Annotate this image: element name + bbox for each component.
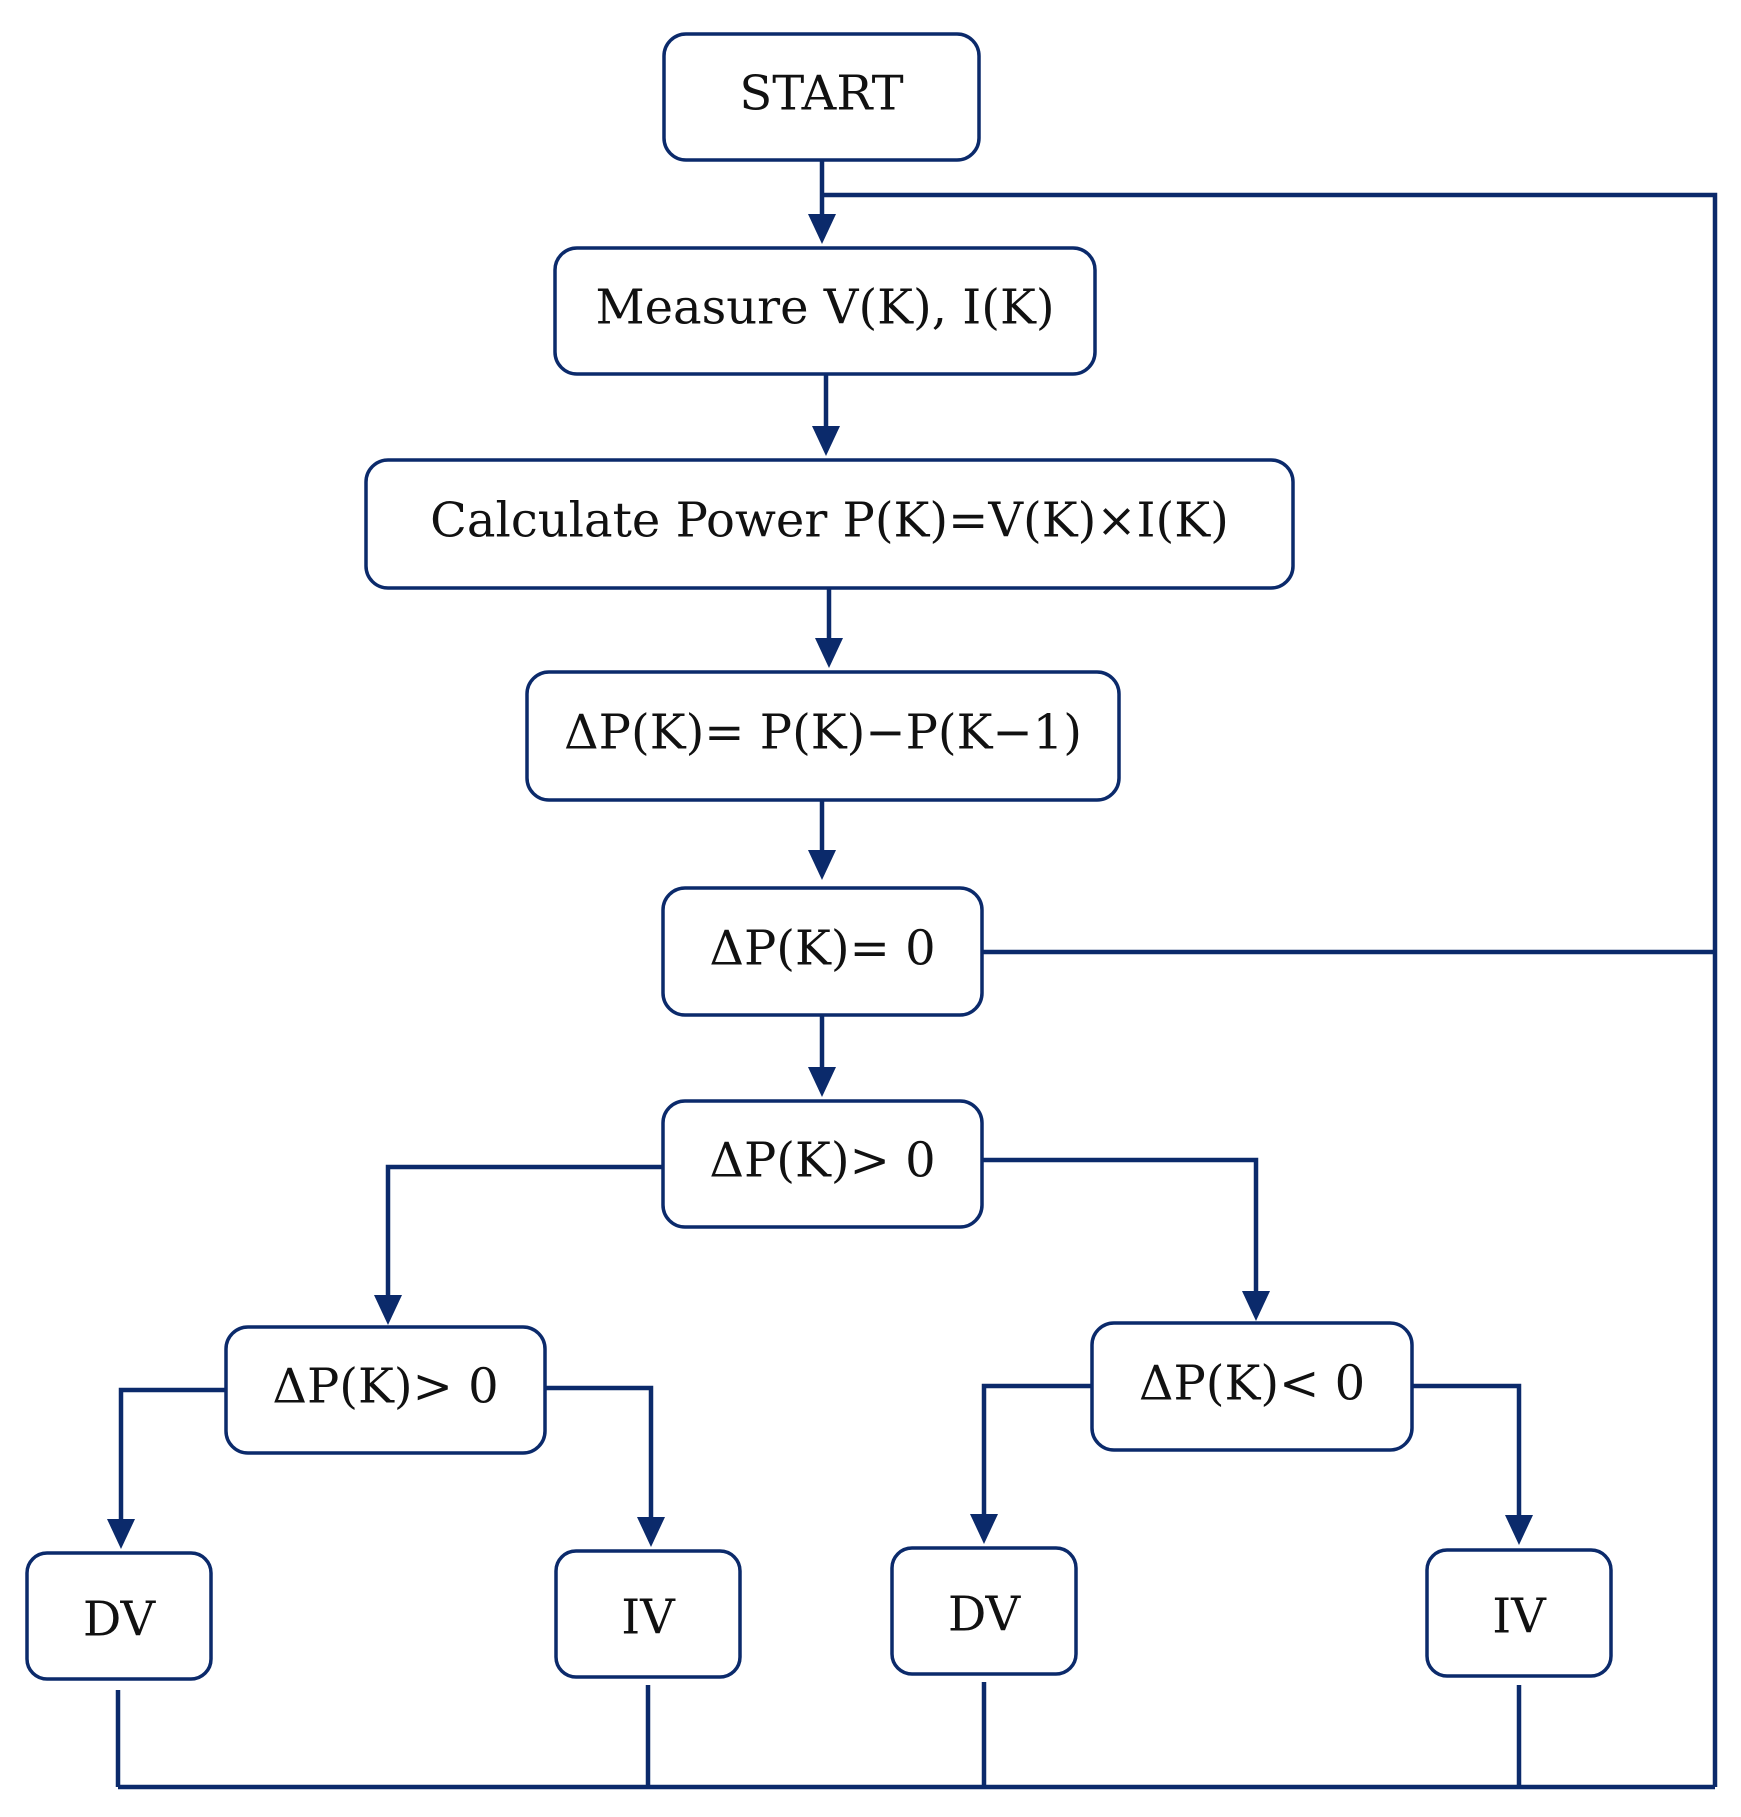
- flowchart-edges: [107, 160, 1718, 1790]
- node-left-iv: IV: [554, 1549, 742, 1679]
- edge-rightcheck-to-iv: [1412, 1383, 1522, 1523]
- node-check-zero-label: ΔP(K)= 0: [709, 921, 935, 977]
- node-calculate-power-label: Calculate Power P(K)=V(K)×I(K): [430, 493, 1229, 549]
- edge-checkpositive-to-left: [385, 1164, 663, 1303]
- edge-leftcheck-to-dv: [118, 1387, 226, 1527]
- node-left-iv-label: IV: [621, 1590, 676, 1646]
- arrowhead-calculate: [812, 426, 840, 456]
- flowchart-nodes: START Measure V(K), I(K) Calculate Power…: [25, 32, 1613, 1681]
- node-left-dv-label: DV: [83, 1592, 157, 1648]
- node-measure: Measure V(K), I(K): [553, 246, 1097, 376]
- edge-checkpositive-to-right: [982, 1157, 1259, 1299]
- node-right-iv: IV: [1425, 1548, 1613, 1678]
- node-right-check-negative-label: ΔP(K)< 0: [1139, 1356, 1365, 1412]
- arrowhead-checkzero: [808, 850, 836, 880]
- node-left-check-positive-label: ΔP(K)> 0: [272, 1359, 498, 1415]
- arrowhead-left-iv: [637, 1517, 665, 1547]
- edge-loop-return: [822, 192, 1718, 1787]
- node-measure-label: Measure V(K), I(K): [595, 280, 1054, 336]
- node-right-dv: DV: [890, 1546, 1078, 1676]
- arrowhead-left-dv: [107, 1519, 135, 1549]
- edge-rightcheck-to-dv: [981, 1383, 1092, 1522]
- arrowhead-deltap: [815, 638, 843, 668]
- edge-leftcheck-to-iv: [545, 1385, 654, 1525]
- node-start-label: START: [739, 66, 903, 122]
- arrowhead-measure: [808, 214, 836, 244]
- node-right-check-negative: ΔP(K)< 0: [1090, 1321, 1414, 1452]
- arrowhead-right-check: [1242, 1291, 1270, 1321]
- node-delta-p-label: ΔP(K)= P(K)−P(K−1): [564, 705, 1082, 761]
- node-right-iv-label: IV: [1492, 1589, 1547, 1645]
- node-check-positive-label: ΔP(K)> 0: [709, 1133, 935, 1189]
- node-left-check-positive: ΔP(K)> 0: [224, 1325, 547, 1455]
- node-start: START: [662, 32, 981, 162]
- node-delta-p: ΔP(K)= P(K)−P(K−1): [525, 670, 1121, 802]
- node-calculate-power: Calculate Power P(K)=V(K)×I(K): [364, 458, 1295, 590]
- node-check-zero: ΔP(K)= 0: [661, 886, 984, 1017]
- node-right-dv-label: DV: [948, 1587, 1022, 1643]
- arrowhead-right-iv: [1505, 1515, 1533, 1545]
- arrowhead-left-check: [374, 1295, 402, 1325]
- arrowhead-right-dv: [970, 1514, 998, 1544]
- node-check-positive: ΔP(K)> 0: [661, 1099, 984, 1229]
- node-left-dv: DV: [25, 1551, 213, 1681]
- arrowhead-checkpositive: [808, 1067, 836, 1097]
